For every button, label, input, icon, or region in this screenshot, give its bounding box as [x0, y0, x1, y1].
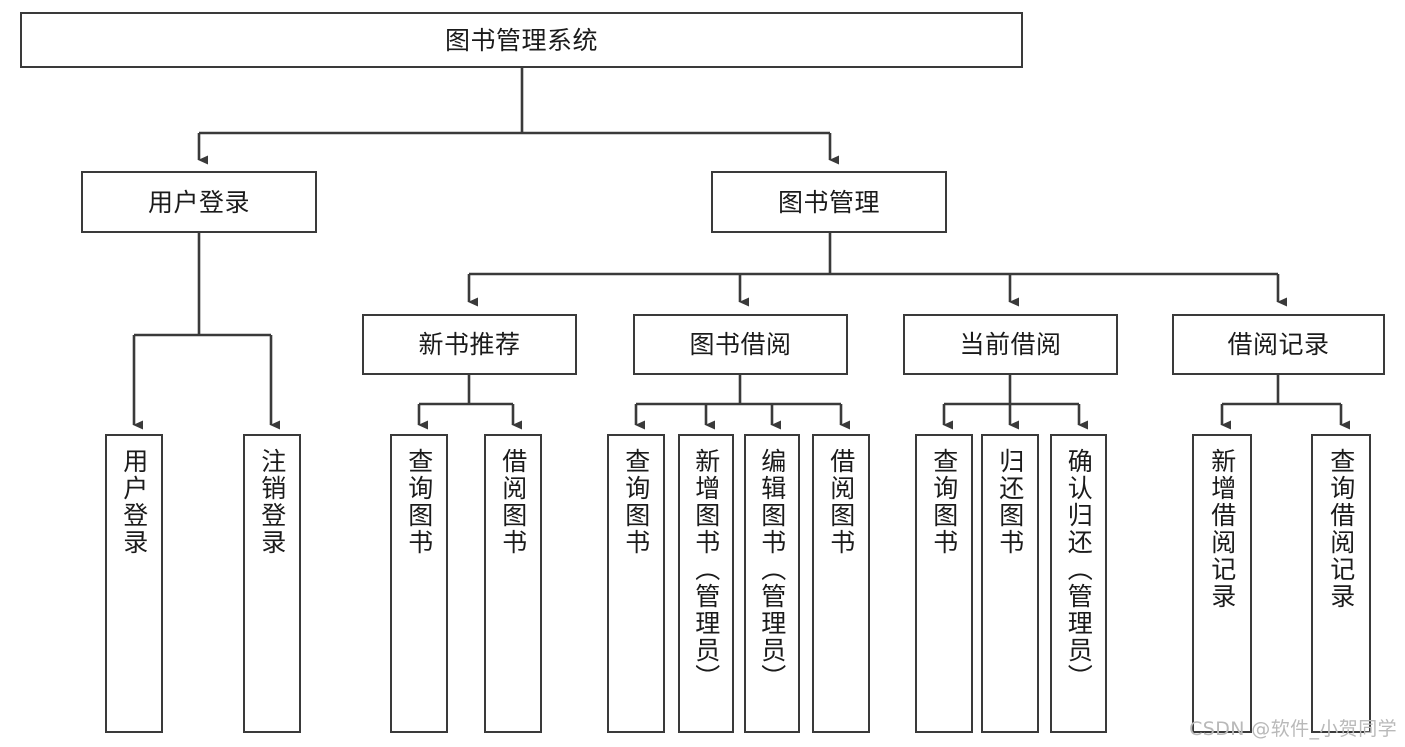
node-label: 确认归还（管理员）: [1064, 448, 1094, 691]
node-leaf-query-book-2[interactable]: 查询图书: [607, 434, 665, 733]
node-label: 用户登录: [119, 448, 149, 556]
node-leaf-add-book[interactable]: 新增图书（管理员）: [678, 434, 734, 733]
node-leaf-user-logout[interactable]: 注销登录: [243, 434, 301, 733]
node-label: 借阅图书: [826, 448, 856, 556]
node-leaf-query-borrow-record[interactable]: 查询借阅记录: [1311, 434, 1371, 733]
node-label: 图书管理系统: [444, 25, 598, 55]
node-book-management-system[interactable]: 图书管理系统: [20, 12, 1023, 68]
node-leaf-query-book-3[interactable]: 查询图书: [915, 434, 973, 733]
node-leaf-borrow-book-1[interactable]: 借阅图书: [484, 434, 542, 733]
node-label: 查询图书: [929, 448, 959, 556]
node-label: 查询借阅记录: [1326, 448, 1356, 610]
node-label: 新增借阅记录: [1207, 448, 1237, 610]
node-label: 图书借阅: [689, 330, 792, 359]
node-current-borrow[interactable]: 当前借阅: [903, 314, 1118, 375]
node-label: 新书推荐: [418, 330, 521, 359]
node-label: 图书管理: [777, 187, 880, 217]
node-label: 编辑图书（管理员）: [757, 448, 787, 691]
node-leaf-user-login[interactable]: 用户登录: [105, 434, 163, 733]
node-leaf-edit-book[interactable]: 编辑图书（管理员）: [744, 434, 800, 733]
node-label: 查询图书: [621, 448, 651, 556]
node-label: 查询图书: [404, 448, 434, 556]
node-label: 用户登录: [147, 187, 250, 217]
csdn-watermark: CSDN @软件_小贺同学: [1189, 718, 1397, 740]
node-label: 借阅记录: [1227, 330, 1330, 359]
node-new-book-recommend[interactable]: 新书推荐: [362, 314, 577, 375]
node-leaf-return-book[interactable]: 归还图书: [981, 434, 1039, 733]
node-label: 注销登录: [257, 448, 287, 556]
node-book-borrow[interactable]: 图书借阅: [633, 314, 848, 375]
node-label: 归还图书: [995, 448, 1025, 556]
node-leaf-add-borrow-record[interactable]: 新增借阅记录: [1192, 434, 1252, 733]
node-book-management[interactable]: 图书管理: [711, 171, 947, 233]
node-user-login[interactable]: 用户登录: [81, 171, 317, 233]
node-leaf-query-book-1[interactable]: 查询图书: [390, 434, 448, 733]
node-borrow-record[interactable]: 借阅记录: [1172, 314, 1385, 375]
node-label: 当前借阅: [959, 330, 1062, 359]
node-leaf-confirm-return[interactable]: 确认归还（管理员）: [1050, 434, 1107, 733]
node-label: 借阅图书: [498, 448, 528, 556]
node-label: 新增图书（管理员）: [691, 448, 721, 691]
node-leaf-borrow-book-2[interactable]: 借阅图书: [812, 434, 870, 733]
